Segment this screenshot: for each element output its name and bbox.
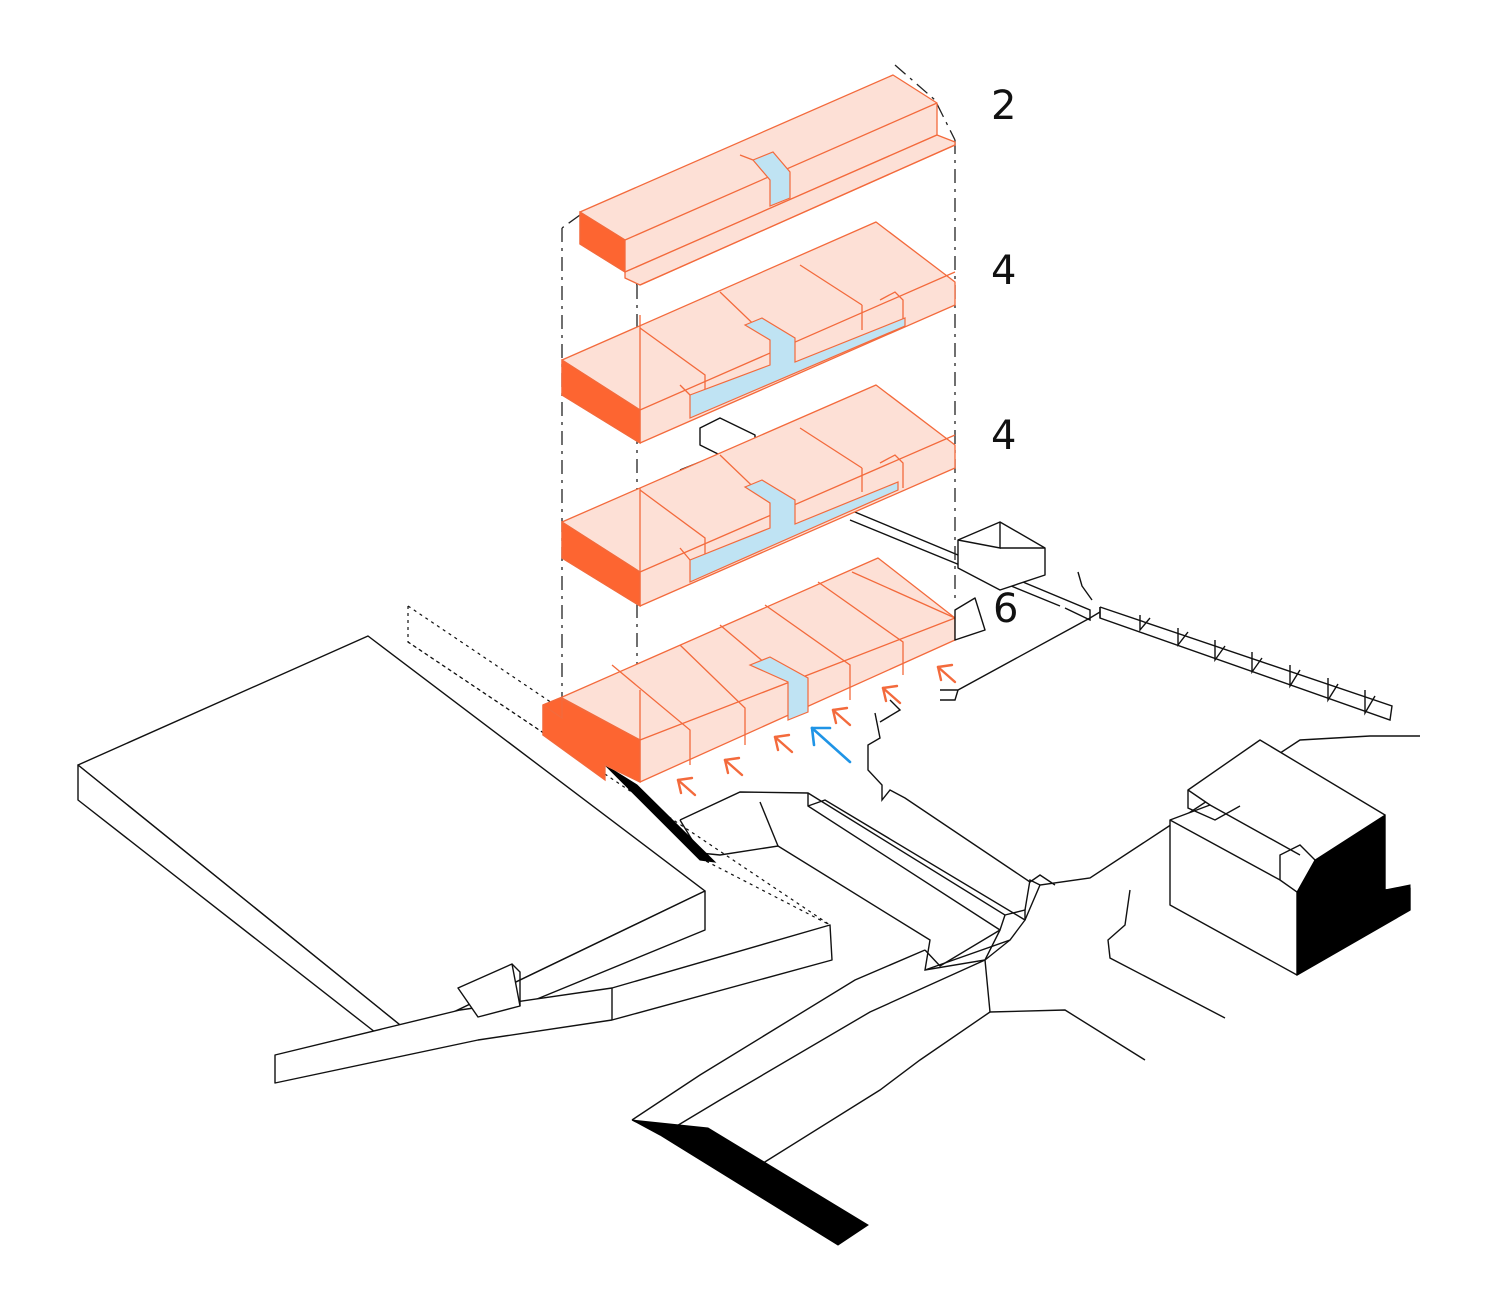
courtyard-walls [849, 509, 1393, 721]
floor-label-second: 4 [991, 248, 1017, 294]
site-context [77, 417, 1420, 1246]
dotted-outline [407, 605, 831, 926]
entrance-arrow [936, 663, 957, 684]
core-top [752, 151, 791, 207]
entrance-arrow [723, 756, 744, 777]
floor-top [579, 74, 956, 286]
floor-third [561, 384, 956, 608]
floor-second [561, 221, 956, 445]
entrance-arrow [676, 776, 697, 797]
floor-label-top: 2 [991, 83, 1017, 129]
street-network [631, 735, 1420, 1166]
shadow-wedge-left [604, 764, 717, 863]
neighbor-building-right [1169, 739, 1411, 976]
plaza-outline [867, 611, 1101, 886]
floor-label-third: 4 [991, 413, 1017, 459]
floor-ground [542, 557, 986, 784]
core-ground [748, 656, 809, 721]
entrance-arrow-main [810, 726, 852, 764]
entrance-arrow [831, 706, 852, 727]
entrance-arrows [676, 663, 957, 797]
core-second [689, 317, 906, 419]
entrance-arrow [773, 733, 794, 754]
street-strip [274, 924, 833, 1084]
floor-label-ground: 6 [993, 586, 1019, 632]
core-third [689, 479, 899, 583]
entrance-arrow [881, 684, 902, 705]
shadow-wedge-bottom [631, 1119, 869, 1246]
